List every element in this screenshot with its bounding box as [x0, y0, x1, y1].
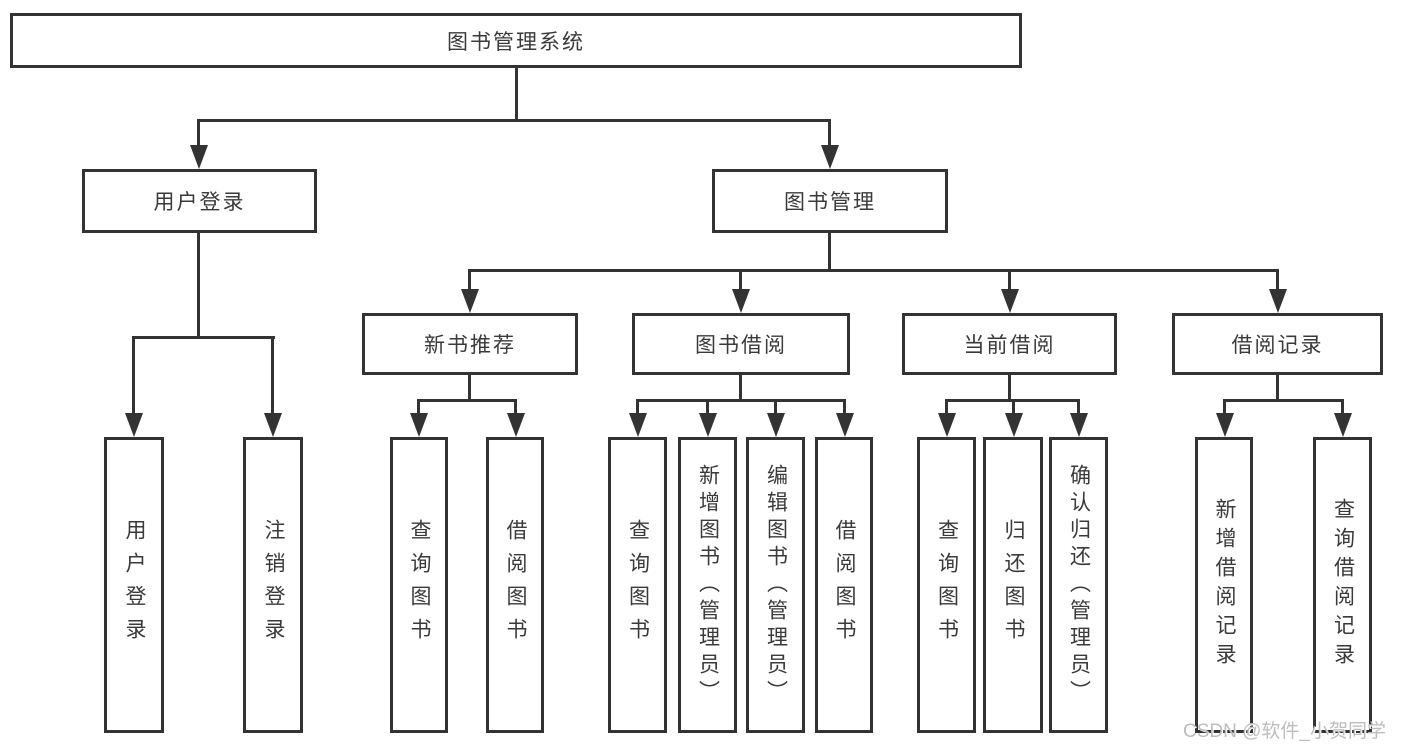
leaf-label: 查询图书	[626, 519, 650, 651]
node-label: 当前借阅	[963, 334, 1056, 357]
connector-line	[1276, 269, 1279, 295]
arrowhead-down-icon	[1269, 289, 1287, 313]
connector-line	[828, 233, 831, 272]
arrowhead-down-icon	[507, 413, 525, 437]
connector-line	[514, 399, 517, 419]
arrowhead-down-icon	[732, 289, 750, 313]
connector-line	[417, 399, 420, 419]
connector-line	[468, 269, 471, 295]
connector-line	[1008, 375, 1011, 402]
connector-line	[1008, 269, 1011, 295]
leaf-borrow-books: 借阅图书	[486, 437, 544, 733]
arrowhead-down-icon	[1334, 413, 1352, 437]
leaf-label: 新增图书（管理员）	[696, 463, 720, 707]
arrowhead-down-icon	[1216, 413, 1234, 437]
node-label: 图书管理	[784, 191, 876, 214]
arrowhead-down-icon	[1001, 289, 1019, 313]
connector-line	[468, 375, 471, 402]
arrowhead-down-icon	[629, 413, 647, 437]
connector-line	[828, 119, 831, 151]
connector-line	[132, 336, 275, 339]
leaf-label: 确认归还（管理员）	[1067, 463, 1091, 707]
node-label: 用户登录	[153, 191, 246, 214]
leaf-confirm-return-admin: 确认归还（管理员）	[1049, 437, 1108, 733]
node-book-borrow: 图书借阅	[632, 313, 850, 375]
node-label: 借阅记录	[1231, 334, 1324, 357]
connector-line	[468, 269, 1279, 272]
leaf-user-login: 用户登录	[104, 437, 164, 733]
arrowhead-down-icon	[938, 413, 956, 437]
leaf-add-books-admin: 新增图书（管理员）	[678, 437, 737, 733]
connector-line	[1223, 399, 1343, 402]
leaf-borrow-books: 借阅图书	[815, 437, 873, 733]
leaf-logout: 注销登录	[243, 437, 303, 733]
connector-line	[132, 336, 135, 418]
leaf-label: 借阅图书	[504, 519, 527, 651]
leaf-edit-books-admin: 编辑图书（管理员）	[746, 437, 805, 733]
arrowhead-down-icon	[1005, 413, 1023, 437]
arrowhead-down-icon	[767, 413, 785, 437]
connector-line	[197, 119, 200, 151]
arrowhead-down-icon	[264, 413, 282, 437]
leaf-label: 查询图书	[935, 519, 959, 651]
arrowhead-down-icon	[461, 289, 479, 313]
connector-line	[636, 399, 845, 402]
connector-line	[1077, 399, 1080, 419]
node-label: 图书管理系统	[447, 30, 585, 54]
arrowhead-down-icon	[410, 413, 428, 437]
arrowhead-down-icon	[821, 145, 839, 169]
leaf-label: 查询图书	[408, 519, 431, 651]
leaf-label: 注销登录	[262, 519, 285, 651]
connector-line	[417, 399, 517, 402]
connector-line	[1223, 399, 1226, 419]
node-label: 图书借阅	[695, 334, 787, 357]
arrowhead-down-icon	[1070, 413, 1088, 437]
connector-line	[1012, 399, 1015, 419]
leaf-query-books: 查询图书	[390, 437, 448, 733]
connector-line	[739, 375, 742, 402]
leaf-query-borrow-record: 查询借阅记录	[1313, 437, 1372, 733]
connector-line	[706, 399, 709, 419]
leaf-label: 用户登录	[123, 519, 146, 651]
connector-line	[774, 399, 777, 419]
node-book-management: 图书管理	[712, 169, 948, 233]
leaf-return-books: 归还图书	[983, 437, 1043, 733]
leaf-query-books: 查询图书	[608, 437, 667, 733]
node-library-management-system: 图书管理系统	[10, 13, 1022, 68]
connector-line	[1341, 399, 1344, 419]
connector-line	[843, 399, 846, 419]
leaf-label: 借阅图书	[833, 519, 856, 651]
connector-line	[945, 399, 948, 419]
node-new-book-recommend: 新书推荐	[362, 313, 578, 375]
arrowhead-down-icon	[125, 413, 143, 437]
arrowhead-down-icon	[699, 413, 717, 437]
leaf-label: 归还图书	[1002, 519, 1025, 651]
leaf-label: 查询借阅记录	[1331, 498, 1355, 672]
leaf-label: 新增借阅记录	[1213, 498, 1236, 672]
connector-line	[515, 68, 518, 121]
leaf-query-books: 查询图书	[917, 437, 976, 733]
node-user-login: 用户登录	[82, 169, 317, 233]
leaf-add-borrow-record: 新增借阅记录	[1195, 437, 1253, 733]
connector-line	[1276, 375, 1279, 402]
node-current-borrow: 当前借阅	[902, 313, 1117, 375]
connector-line	[636, 399, 639, 419]
connector-line	[271, 336, 274, 418]
connector-line	[197, 233, 200, 339]
node-borrow-records: 借阅记录	[1172, 313, 1383, 375]
arrowhead-down-icon	[190, 145, 208, 169]
leaf-label: 编辑图书（管理员）	[764, 463, 788, 707]
csdn-watermark: CSDN @软件_小贺同学	[1183, 721, 1386, 742]
connector-line	[739, 269, 742, 295]
node-label: 新书推荐	[424, 334, 516, 357]
connector-line	[197, 119, 831, 122]
arrowhead-down-icon	[836, 413, 854, 437]
